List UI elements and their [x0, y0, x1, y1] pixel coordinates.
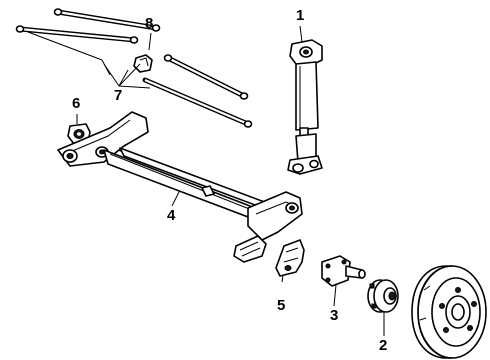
callout-8: 8 — [145, 15, 154, 32]
rod-right-upper — [163, 54, 249, 100]
bushing-8 — [133, 54, 153, 73]
hub-2 — [367, 279, 399, 313]
callout-3: 3 — [330, 307, 339, 324]
rod-right-lower — [142, 77, 253, 128]
callout-1: 1 — [296, 7, 305, 24]
control-rods — [15, 8, 253, 128]
callout-4: 4 — [167, 207, 176, 224]
callout-6: 6 — [72, 95, 81, 112]
shock-absorber — [287, 39, 323, 175]
rod-upper — [53, 8, 161, 32]
brake-drum — [411, 265, 487, 359]
spindle-3 — [321, 255, 366, 287]
rod-left — [15, 25, 139, 76]
callout-7: 7 — [114, 87, 123, 104]
axle-beam — [57, 111, 303, 263]
callout-5: 5 — [277, 297, 286, 314]
callout-2: 2 — [379, 337, 388, 354]
leader-lines — [76, 25, 385, 336]
bracket-5 — [275, 239, 305, 277]
